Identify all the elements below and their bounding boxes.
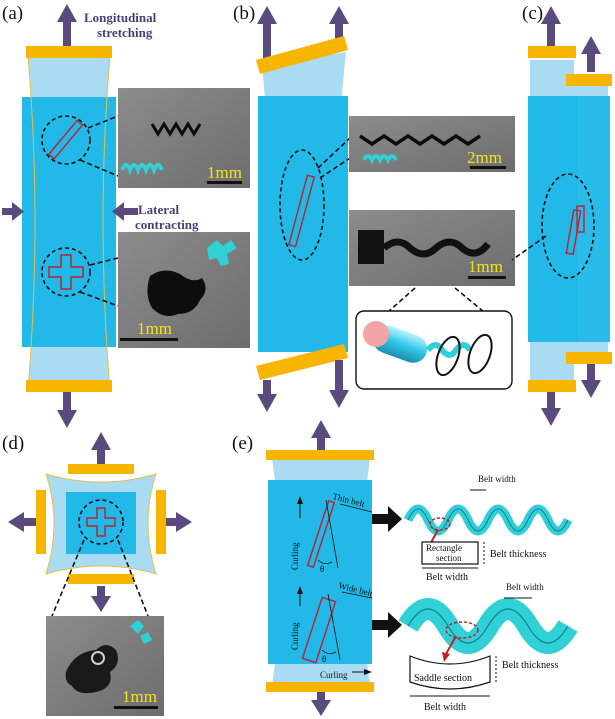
dashed-circle-a-bottom bbox=[41, 247, 91, 297]
thin-belt-helix bbox=[403, 504, 573, 536]
theta-1: θ bbox=[320, 564, 324, 574]
arrow-up-c-left bbox=[541, 6, 561, 46]
theta-2: θ bbox=[322, 654, 326, 664]
capsule-tip bbox=[363, 321, 389, 347]
arrow-left-a bbox=[2, 202, 24, 221]
dashed-ellipse-b bbox=[279, 149, 325, 261]
clamp-top-b bbox=[256, 36, 348, 74]
clamp-top-c-right bbox=[566, 74, 612, 86]
longitudinal-label-2: stretching bbox=[97, 25, 153, 40]
belt-width-rect-label: Belt width bbox=[426, 572, 468, 583]
black-ribbon-b bbox=[381, 238, 491, 258]
longitudinal-label-1: Longitudinal bbox=[84, 10, 157, 25]
panel-d: (d) 1mm bbox=[2, 432, 192, 716]
capsule-illustration bbox=[355, 310, 513, 390]
belt-width-saddle-label: Belt width bbox=[424, 702, 466, 713]
clamp-bottom-e bbox=[266, 682, 374, 692]
scale-b-top: 2mm bbox=[467, 148, 502, 167]
lateral-label-1: Lateral bbox=[138, 202, 180, 217]
wide-belt-helix bbox=[398, 598, 578, 654]
arrow-up-a bbox=[57, 4, 77, 46]
cross-marker-a bbox=[48, 254, 84, 290]
clamp-bottom-c-left bbox=[528, 380, 576, 392]
lateral-label-2: contracting bbox=[135, 217, 199, 232]
black-cross-structure bbox=[147, 270, 206, 316]
arrow-down-c-left bbox=[541, 392, 561, 426]
cross-marker-d bbox=[86, 507, 116, 537]
clamp-top-c-left bbox=[528, 46, 576, 58]
dashed-ellipse-c bbox=[541, 173, 595, 279]
arrow-up-b-right bbox=[329, 6, 349, 46]
arrow-to-thin-helix bbox=[372, 506, 402, 532]
arrow-down-b-left bbox=[257, 380, 277, 412]
clamp-bottom-c-right bbox=[566, 352, 612, 364]
panel-c-label: (c) bbox=[522, 3, 543, 24]
model-cross-a bbox=[207, 240, 237, 266]
saddle-section-shape bbox=[409, 655, 491, 690]
thin-strip-marker bbox=[306, 499, 336, 569]
arrow-down-e bbox=[311, 690, 331, 716]
arrow-right-d bbox=[160, 512, 192, 532]
diagonal-strip-marker bbox=[47, 119, 84, 160]
photo-helix-b: 2mm bbox=[349, 116, 515, 172]
strip-marker-b bbox=[287, 174, 316, 248]
arrow-up-b-left bbox=[257, 6, 277, 60]
panel-c: (c) bbox=[511, 3, 612, 426]
panel-a-label: (a) bbox=[2, 3, 23, 24]
rectangle-section-box bbox=[421, 541, 479, 565]
black-helix-b bbox=[359, 133, 481, 147]
panel-b: (b) 2mm bbox=[233, 3, 515, 412]
photo-helix-a: 1mm bbox=[118, 88, 250, 188]
belt-width-saddle-top-label: Belt width bbox=[506, 582, 544, 592]
model-helix-a bbox=[120, 163, 164, 176]
belt-thickness-label-2: Belt thickness bbox=[502, 660, 558, 671]
clamp-top-e bbox=[266, 450, 374, 460]
belt-width-label-top: Belt width bbox=[478, 474, 516, 484]
film-dark-c-right bbox=[566, 96, 610, 342]
scale-b-bottom: 1mm bbox=[468, 257, 503, 276]
arrow-down-b-right bbox=[329, 360, 349, 408]
arrow-down-c-right bbox=[581, 364, 601, 398]
panel-d-label: (d) bbox=[2, 433, 24, 454]
arrow-up-e bbox=[311, 420, 331, 454]
scale-d: 1mm bbox=[122, 687, 157, 706]
arrow-right-a bbox=[112, 202, 138, 221]
saddle-section-label: Saddle section bbox=[414, 673, 472, 684]
arrow-up-d bbox=[91, 432, 111, 464]
arrow-up-c-right bbox=[581, 36, 601, 72]
arrow-left-d bbox=[8, 512, 40, 532]
clamp-bottom-b bbox=[256, 344, 348, 380]
scale-a-top: 1mm bbox=[207, 163, 242, 182]
arrow-down-d bbox=[91, 586, 111, 612]
scale-a-bottom: 1mm bbox=[137, 319, 172, 338]
clamp-bottom-a bbox=[26, 380, 112, 392]
curling-label-2: Curling bbox=[290, 622, 300, 650]
clamp-top-a bbox=[26, 46, 112, 58]
curling-label-1: Curling bbox=[290, 542, 300, 570]
model-helix-b bbox=[362, 154, 398, 165]
film-dark-b bbox=[258, 96, 348, 352]
rect-section-label-2: section bbox=[436, 553, 462, 563]
belt-thickness-label-1: Belt thickness bbox=[490, 549, 546, 560]
film-dark-d bbox=[66, 492, 136, 554]
panel-e: (e) θ Thin belt Curling θ Wide belt Curl… bbox=[232, 420, 578, 716]
panel-a: (a) Longitudinal stretching Lateral cont… bbox=[2, 3, 250, 428]
curling-label-3: Curling bbox=[320, 670, 348, 680]
photo-cross-d: 1mm bbox=[46, 616, 164, 716]
panel-b-label: (b) bbox=[233, 3, 255, 24]
arrow-down-a bbox=[57, 392, 77, 428]
panel-e-label: (e) bbox=[232, 433, 253, 454]
photo-ribbon-b: 1mm bbox=[349, 210, 515, 286]
film-dark-e bbox=[268, 480, 372, 664]
dashed-circle-d bbox=[78, 499, 124, 545]
film-dark-a bbox=[22, 97, 116, 347]
arrow-to-wide-helix bbox=[372, 612, 402, 638]
rect-section-label-1: Rectangle bbox=[426, 543, 462, 553]
dashed-circle-a-top bbox=[41, 115, 91, 165]
model-cross-d bbox=[130, 620, 152, 644]
black-helix bbox=[150, 121, 202, 137]
photo-cross-a: 1mm bbox=[118, 232, 250, 348]
